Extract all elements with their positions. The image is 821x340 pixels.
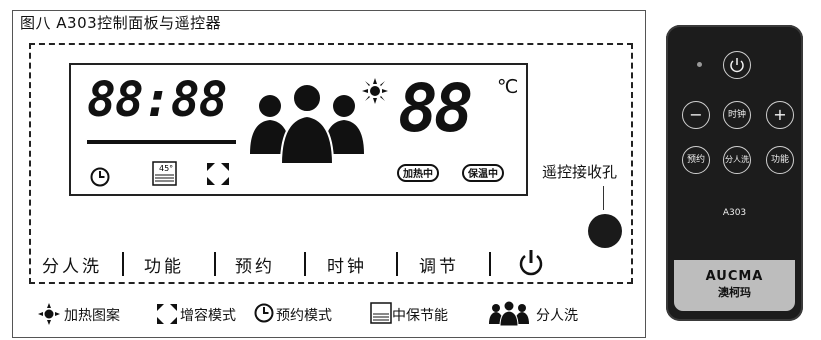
- heating-legend-label: 加热图案: [64, 308, 120, 324]
- remote-reserve-button[interactable]: 预约: [682, 146, 710, 174]
- split-wash-legend-label: 分人洗: [536, 308, 578, 324]
- eco-icon-text: 45°: [159, 164, 173, 173]
- heating-legend-icon: [38, 303, 60, 325]
- clock-icon: [90, 167, 110, 187]
- reserve-button[interactable]: 预约: [235, 257, 275, 277]
- remote-model-label: A303: [722, 208, 747, 218]
- brand-logo-en: AUCMA: [705, 269, 764, 284]
- remote-minus-button[interactable]: −: [682, 101, 710, 129]
- remote-indicator-led: [697, 62, 702, 67]
- clock-underline: [87, 140, 236, 144]
- eco-legend-icon: [370, 302, 392, 324]
- divider: [396, 252, 398, 276]
- remote-split-wash-button[interactable]: 分人洗: [723, 146, 751, 174]
- temperature-readout: 88: [398, 70, 474, 147]
- capacity-legend-label: 增容模式: [180, 308, 236, 324]
- remote-plus-button[interactable]: +: [766, 101, 794, 129]
- adjust-button[interactable]: 调节: [419, 257, 459, 277]
- heating-badge: 加热中: [397, 164, 439, 182]
- figure-title: 图八 A303控制面板与遥控器: [20, 14, 222, 32]
- divider: [304, 252, 306, 276]
- clock-readout: 88:88: [87, 72, 227, 128]
- split-wash-button[interactable]: 分人洗: [42, 257, 102, 277]
- eco-legend-label: 中保节能: [392, 308, 448, 324]
- celsius-unit: ℃: [497, 76, 519, 98]
- capacity-icon: [207, 163, 229, 185]
- divider: [122, 252, 124, 276]
- clock-button[interactable]: 时钟: [327, 257, 367, 277]
- control-panel: [29, 43, 633, 284]
- remote-power-button[interactable]: [723, 51, 751, 79]
- split-wash-icon: [250, 83, 364, 165]
- lcd-display: [69, 63, 528, 196]
- function-button[interactable]: 功能: [144, 257, 184, 277]
- power-icon: [730, 58, 744, 73]
- remote-brand-plate: AUCMA 澳柯玛: [674, 260, 795, 311]
- reserve-legend-label: 预约模式: [276, 308, 332, 324]
- reserve-legend-icon: [254, 303, 274, 323]
- split-wash-legend-icon: [489, 300, 529, 327]
- remote-function-button[interactable]: 功能: [766, 146, 794, 174]
- divider: [489, 252, 491, 276]
- ir-receiver-hole: [588, 214, 622, 248]
- figure-frame: [12, 10, 646, 338]
- brand-logo-cn: 澳柯玛: [718, 286, 751, 299]
- keepwarm-badge: 保温中: [462, 164, 504, 182]
- remote-clock-button[interactable]: 时钟: [723, 101, 751, 129]
- power-button[interactable]: [517, 248, 545, 278]
- receiver-label: 遥控接收孔: [542, 163, 618, 181]
- receiver-leader-line: [603, 186, 604, 210]
- eco-icon: 45°: [152, 161, 177, 186]
- heating-icon: [362, 78, 388, 104]
- remote-control: − 时钟 + 预约 分人洗 功能 A303 AUCMA 澳柯玛: [666, 25, 803, 321]
- capacity-legend-icon: [157, 304, 177, 324]
- divider: [214, 252, 216, 276]
